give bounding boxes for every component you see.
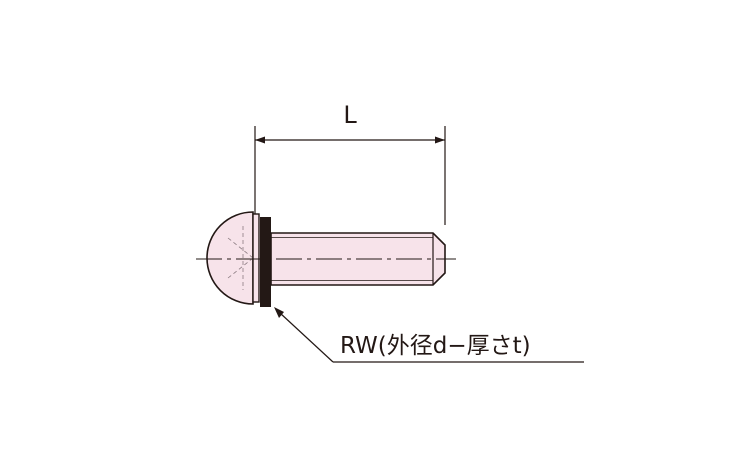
dimension-l: L <box>254 101 446 225</box>
screw-head <box>206 211 254 305</box>
dimension-label: L <box>343 101 357 129</box>
leader-diagonal <box>279 312 334 363</box>
washer <box>260 217 271 307</box>
arrowhead-right <box>435 136 445 144</box>
head-hidden-lines <box>227 226 254 290</box>
head-flange <box>252 213 260 303</box>
callout-label: RW(外径d−厚さt) <box>340 333 531 359</box>
leader-arrowhead <box>274 307 284 318</box>
arrowhead-left <box>255 136 265 144</box>
callout-leader <box>274 307 584 363</box>
